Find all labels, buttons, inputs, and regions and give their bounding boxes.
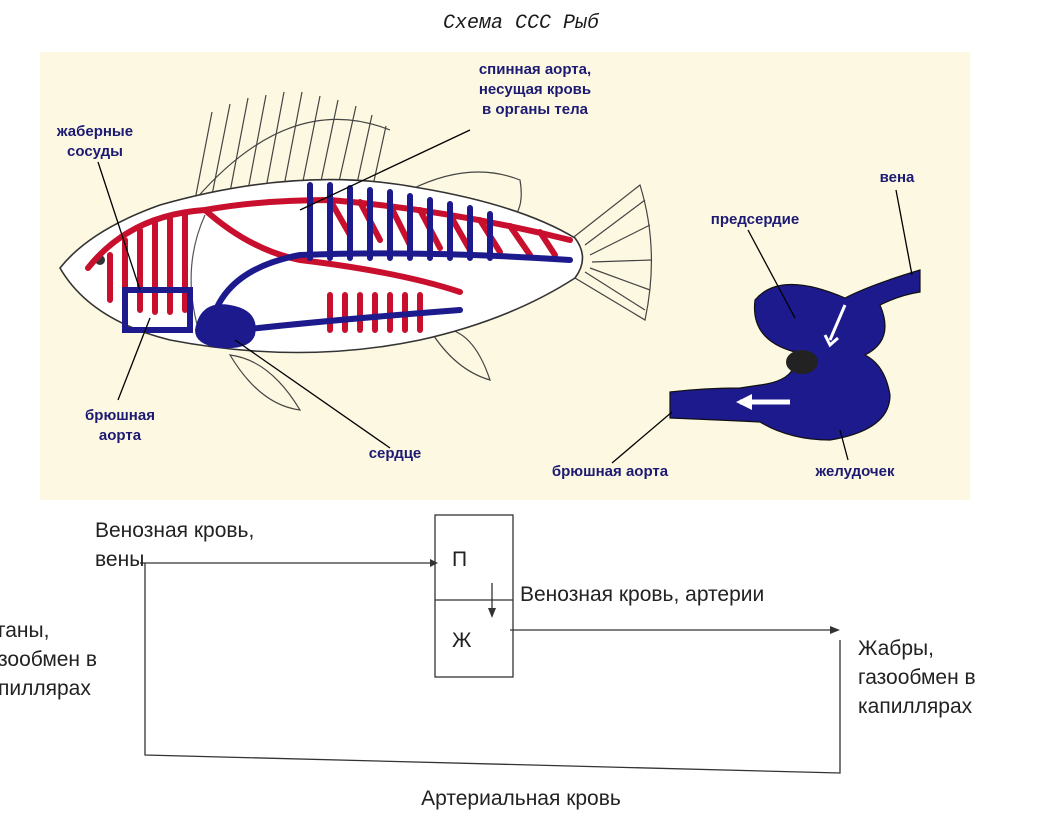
label-atrium: предсердие (690, 210, 820, 230)
label-heart-ventral-aorta: брюшная аорта (515, 462, 705, 482)
label-ventricle: желудочек (785, 462, 925, 482)
label-heart: сердце (350, 444, 440, 464)
text-venous-veins: Венозная кровь,вены (95, 516, 254, 574)
heart-scheme-box (435, 515, 513, 677)
enlarged-heart (670, 270, 920, 440)
text-atrium-box: П (452, 545, 467, 574)
pelvic-fin (230, 355, 300, 410)
text-venous-arteries: Венозная кровь, артерии (520, 580, 764, 609)
text-ventricle-box: Ж (452, 626, 471, 655)
text-arterial-blood: Артериальная кровь (0, 784, 1042, 813)
label-vein: вена (862, 168, 932, 188)
